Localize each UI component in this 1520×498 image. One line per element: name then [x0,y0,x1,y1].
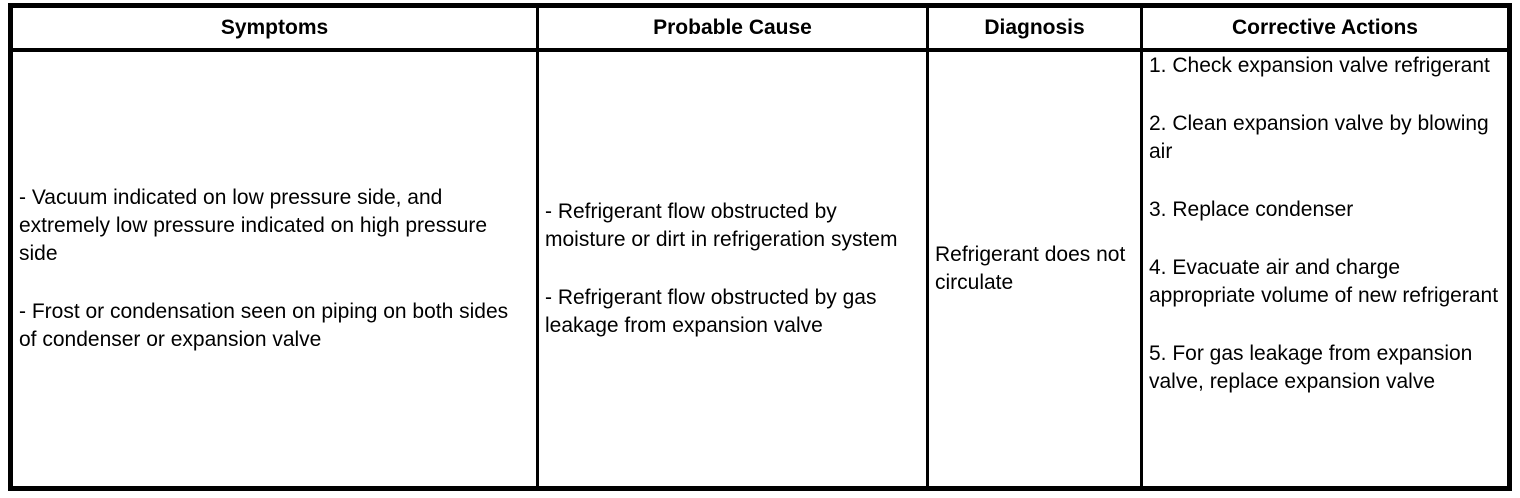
corrective-action-item: 3. Replace condenser [1149,198,1354,221]
header-symptoms: Symptoms [9,4,539,52]
header-diagnosis: Diagnosis [926,4,1143,52]
header-corrective-actions: Corrective Actions [1140,4,1511,52]
probable-cause-item: - Refrigerant flow obstructed by moistur… [545,200,898,251]
corrective-action-item: 1. Check expansion valve refrigerant [1149,54,1490,77]
probable-cause-cell: - Refrigerant flow obstructed by moistur… [536,48,929,490]
corrective-action-item: 2. Clean expansion valve by blowing air [1149,112,1489,163]
corrective-actions-cell: 1. Check expansion valve refrigerant 2. … [1140,48,1511,490]
symptom-item: - Vacuum indicated on low pressure side,… [19,186,488,265]
symptoms-cell: - Vacuum indicated on low pressure side,… [9,48,539,490]
probable-cause-item: - Refrigerant flow obstructed by gas lea… [545,286,877,337]
table-row: - Vacuum indicated on low pressure side,… [9,48,1511,490]
header-row: Symptoms Probable Cause Diagnosis Correc… [9,4,1511,52]
header-probable-cause: Probable Cause [536,4,929,52]
corrective-action-item: 5. For gas leakage from expansion valve,… [1149,342,1473,393]
diagnosis-cell: Refrigerant does not circulate [926,48,1143,490]
symptom-item: - Frost or condensation seen on piping o… [19,300,509,351]
diagnosis-text: Refrigerant does not circulate [935,243,1126,294]
troubleshooting-table: Symptoms Probable Cause Diagnosis Correc… [8,3,1512,491]
corrective-action-item: 4. Evacuate air and charge appropriate v… [1149,256,1499,307]
